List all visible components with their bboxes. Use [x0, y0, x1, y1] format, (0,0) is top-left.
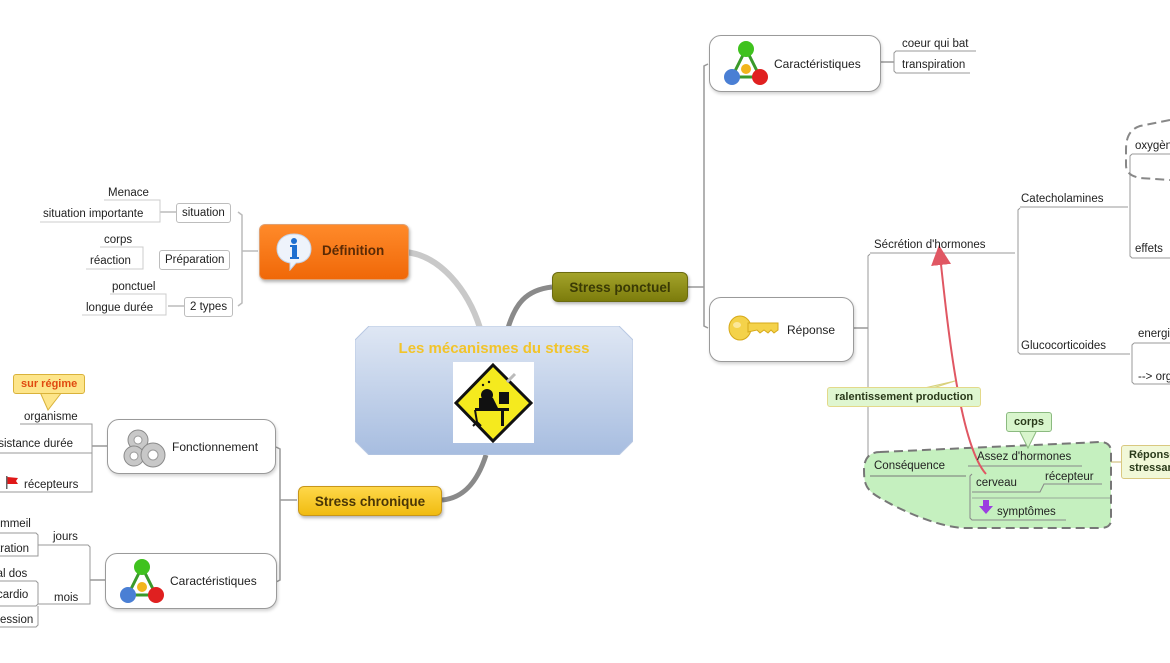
key-icon	[728, 314, 780, 345]
leaf-energie[interactable]: energie	[1138, 328, 1170, 340]
subtopic-caracteristiques-chronique-label: Caractéristiques	[170, 574, 257, 588]
definition-branch-situation[interactable]: situation	[176, 203, 231, 223]
leaf-cardio[interactable]: cardio	[0, 589, 29, 601]
leaf-effets[interactable]: effets	[1135, 243, 1163, 255]
callout-ralentissement-production[interactable]: ralentissement production	[827, 387, 982, 407]
leaf-organisme[interactable]: organisme	[24, 411, 78, 423]
subtopic-caracteristiques-ponctuel-label: Caractéristiques	[774, 57, 861, 71]
info-bubble-icon	[274, 231, 314, 274]
leaf-menace[interactable]: Menace	[108, 187, 149, 199]
leaf-recepteur[interactable]: récepteur	[1045, 471, 1094, 483]
topic-definition-label: Définition	[322, 243, 385, 258]
central-topic-title: Les mécanismes du stress	[398, 340, 590, 357]
subtopic-caracteristiques-chronique[interactable]: Caractéristiques	[105, 553, 277, 609]
leaf-longue-duree[interactable]: longue durée	[86, 302, 154, 314]
node-consequence[interactable]: Conséquence	[874, 460, 945, 472]
leaf-cerveau[interactable]: cerveau	[976, 477, 1017, 489]
callout-reponse-stressante-text: Réponse stressante	[1129, 449, 1170, 474]
leaf-mois[interactable]: mois	[54, 592, 79, 604]
topic-stress-ponctuel[interactable]: Stress ponctuel	[552, 272, 688, 302]
leaf-assez-hormones[interactable]: Assez d'hormones	[977, 451, 1072, 463]
stress-warning-sign-icon	[453, 362, 534, 444]
leaf-situation-importante[interactable]: situation importante	[43, 208, 144, 220]
node-secretion-hormones[interactable]: Sécrétion d'hormones	[874, 239, 986, 251]
consequence-boundary	[862, 440, 1112, 529]
triangle-spheres-icon	[118, 557, 166, 608]
leaf-recepteurs[interactable]: récepteurs	[24, 479, 79, 491]
leaf-corps[interactable]: corps	[104, 234, 133, 246]
red-flag-icon	[5, 476, 19, 494]
subtopic-reponse[interactable]: Réponse	[709, 297, 854, 362]
subtopic-fonctionnement[interactable]: Fonctionnement	[107, 419, 276, 474]
topic-stress-chronique[interactable]: Stress chronique	[298, 486, 442, 516]
leaf-transpiration[interactable]: transpiration	[902, 59, 966, 71]
central-topic[interactable]: Les mécanismes du stress	[355, 326, 633, 455]
node-glucocorticoides[interactable]: Glucocorticoides	[1021, 340, 1107, 352]
leaf-sommeil[interactable]: sommeil	[0, 518, 31, 530]
leaf-mal-dos[interactable]: mal dos	[0, 568, 28, 580]
branch-definition	[404, 249, 483, 329]
gears-icon	[120, 426, 170, 473]
triangle-spheres-icon	[722, 39, 770, 90]
leaf-organisme-arrow[interactable]: --> organisme	[1138, 371, 1170, 383]
node-catecholamines[interactable]: Catecholamines	[1021, 193, 1104, 205]
purple-down-arrow-icon	[979, 500, 993, 519]
leaf-reaction[interactable]: réaction	[90, 255, 131, 267]
branch-stress-chronique	[441, 454, 489, 503]
relationship-arrow	[931, 245, 987, 475]
callout-reponse-stressante[interactable]: Réponse stressante	[1121, 445, 1170, 479]
leaf-ponctuel[interactable]: ponctuel	[112, 281, 156, 293]
branch-stress-ponctuel	[505, 284, 553, 329]
callout-corps[interactable]: corps	[1006, 412, 1052, 432]
leaf-symptomes[interactable]: symptômes	[997, 506, 1056, 518]
subtopic-fonctionnement-label: Fonctionnement	[172, 440, 259, 454]
subtopic-reponse-label: Réponse	[787, 323, 836, 337]
leaf-concentration[interactable]: concentration	[0, 543, 30, 555]
topic-definition[interactable]: Définition	[259, 224, 409, 280]
definition-branch-2-types[interactable]: 2 types	[184, 297, 234, 317]
callout-sur-regime[interactable]: sur régime	[13, 374, 86, 394]
leaf-resistance-duree[interactable]: résistance durée	[0, 438, 74, 450]
subtopic-caracteristiques-ponctuel[interactable]: Caractéristiques	[709, 35, 881, 92]
topic-stress-ponctuel-label: Stress ponctuel	[569, 279, 671, 295]
definition-branch-preparation[interactable]: Préparation	[159, 250, 231, 270]
leaf-coeur-qui-bat[interactable]: coeur qui bat	[902, 38, 969, 50]
leaf-depression[interactable]: dépression	[0, 614, 34, 626]
leaf-jours[interactable]: jours	[53, 531, 78, 543]
topic-stress-chronique-label: Stress chronique	[314, 493, 426, 509]
